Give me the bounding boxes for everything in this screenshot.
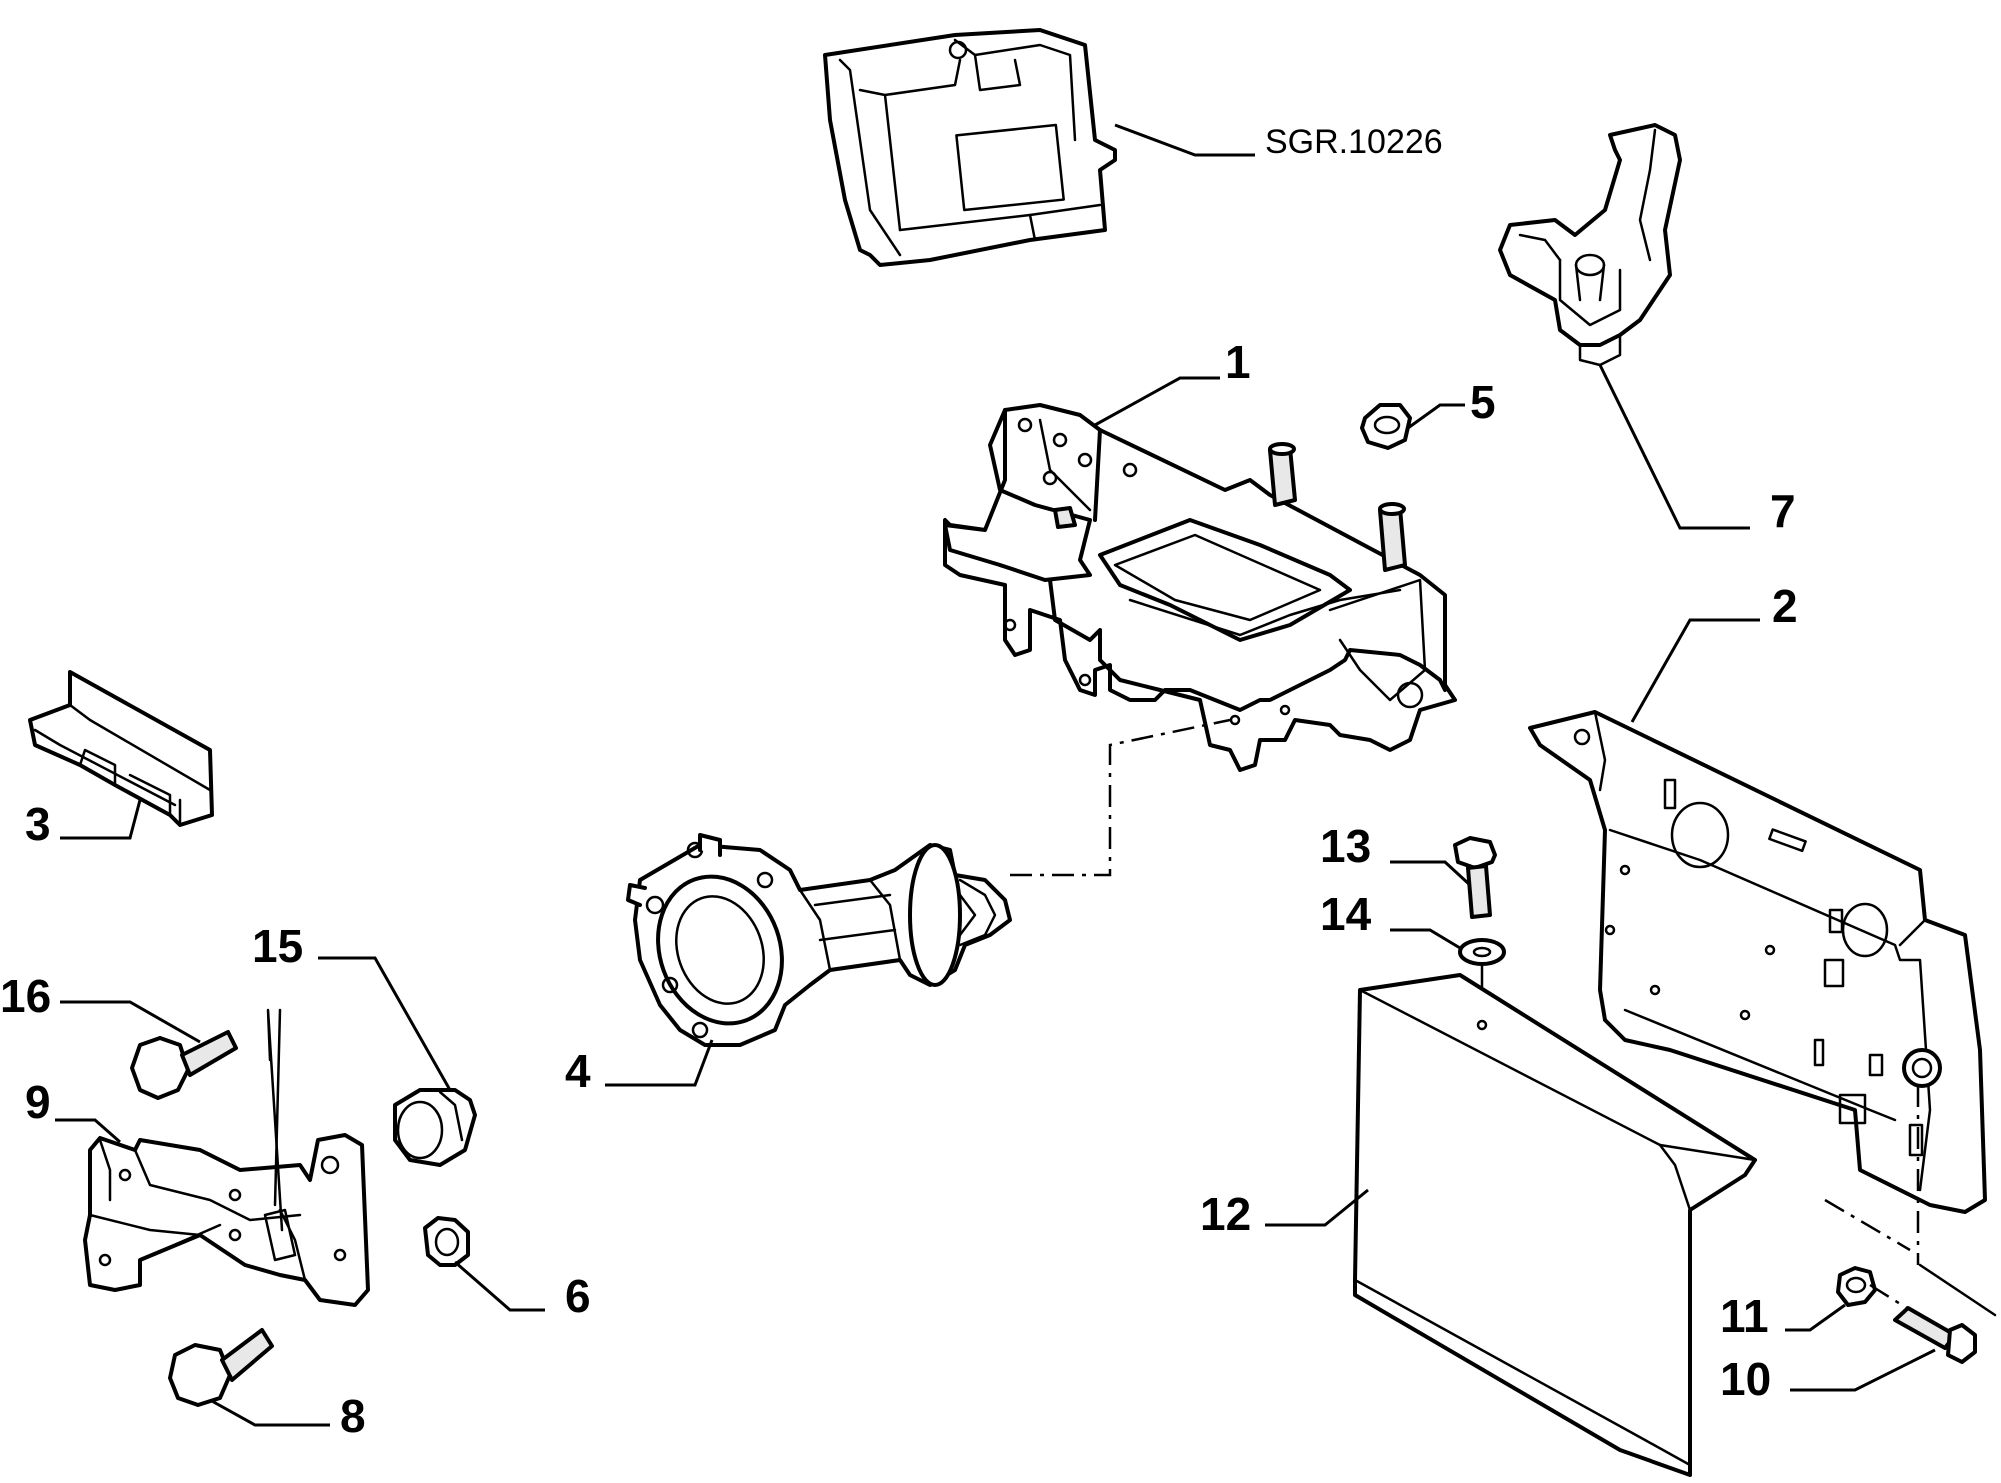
part-7-leader: [1598, 364, 1750, 530]
part-16-leader: [60, 1000, 201, 1044]
part-14-washer[interactable]: [1458, 938, 1506, 966]
assembly-line-15-9: [273, 1008, 282, 1207]
part-1-support-bracket[interactable]: [943, 403, 1457, 772]
part-14-leader: [1390, 928, 1461, 950]
part-6-nut[interactable]: [423, 1216, 470, 1267]
callout-14: 14: [1320, 888, 1372, 940]
part-12-leader: [1265, 1188, 1369, 1227]
assembly-line-1-4: [1010, 718, 1231, 877]
part-11-leader: [1785, 1303, 1846, 1332]
part-10-bolt[interactable]: [1893, 1306, 1977, 1364]
callout-15: 15: [252, 920, 303, 972]
assembly-line-10-2: [1824, 1085, 1920, 1312]
part-1-leader: [1094, 376, 1220, 427]
callout-10: 10: [1720, 1353, 1771, 1405]
callout-7: 7: [1770, 485, 1796, 537]
callout-9: 9: [25, 1076, 51, 1128]
ecu-reference: SGR.10226: [1265, 123, 1443, 161]
callout-4: 4: [565, 1045, 591, 1097]
callout-5: 5: [1470, 376, 1496, 428]
callout-16: 16: [0, 970, 51, 1022]
part-9-leader: [55, 1118, 121, 1144]
part-7-connector-clip[interactable]: [1498, 123, 1682, 367]
callout-13: 13: [1320, 820, 1371, 872]
part-16-bolt[interactable]: [130, 1030, 238, 1100]
callout-11: 11: [1720, 1290, 1769, 1342]
part-6-leader: [454, 1260, 545, 1312]
part-3-channel-clip[interactable]: [28, 670, 214, 827]
part-4-grommet[interactable]: [626, 833, 1012, 1047]
callout-12: 12: [1200, 1188, 1251, 1240]
callout-1: 1: [1225, 336, 1251, 388]
part-15-spacer[interactable]: [393, 1088, 477, 1167]
part-12-cover-sheet[interactable]: [1353, 973, 1757, 1477]
part-5-leader: [1407, 403, 1465, 430]
ecu-leader: [1114, 123, 1255, 157]
callout-3: 3: [25, 798, 51, 850]
assembly-line-16-9: [266, 1008, 284, 1232]
part-2-cover-plate[interactable]: [1528, 710, 1987, 1214]
part-3-leader: [60, 799, 142, 840]
part-10-leader: [1790, 1348, 1936, 1392]
cover-edge-line: [1918, 1263, 1997, 1317]
part-13-leader: [1390, 860, 1472, 887]
callout-6: 6: [565, 1270, 591, 1322]
part-13-bolt[interactable]: [1453, 836, 1497, 919]
part-5-nut[interactable]: [1360, 403, 1412, 450]
part-9-small-bracket[interactable]: [83, 1133, 370, 1307]
part-2-leader: [1630, 618, 1760, 723]
part-11-flange-nut[interactable]: [1836, 1266, 1877, 1307]
callout-8: 8: [340, 1390, 366, 1442]
part-8-bolt[interactable]: [168, 1328, 274, 1407]
part-4-leader: [605, 1039, 714, 1087]
part-8-leader: [209, 1398, 330, 1427]
part-15-leader: [318, 956, 452, 1091]
callout-2: 2: [1772, 580, 1798, 632]
ecu-module[interactable]: [823, 28, 1117, 267]
